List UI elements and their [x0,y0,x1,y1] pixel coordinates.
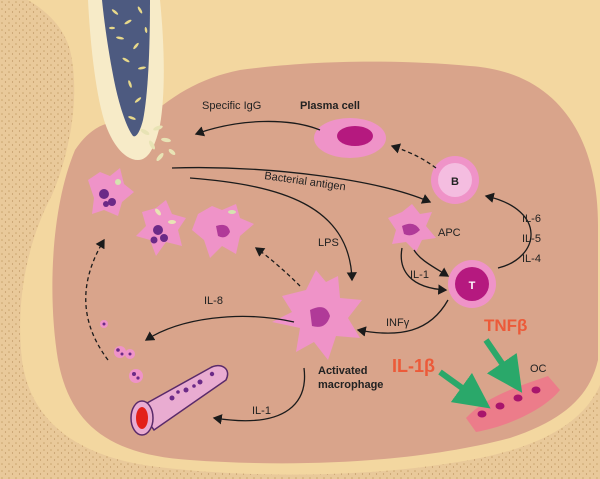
il1-vessel-arrow [212,367,306,425]
tnfb-green-arrow [483,338,523,393]
neutrophil-recruit-arrow [85,238,109,361]
extravasating-neutrophils [100,320,143,383]
apc-to-t-arrow [413,249,450,277]
dental-plaque [102,0,150,137]
arrows [85,120,532,425]
t-cell-label: T [469,280,476,292]
lps-arrow [189,177,357,282]
b-cell-label: B [451,176,459,188]
il1-bottom-label: IL-1 [252,405,271,417]
plasma-cell-label: Plasma cell [300,100,360,112]
il4-label: IL-4 [522,253,541,265]
infg-arrow [356,299,449,337]
osteoclast [466,376,560,432]
neutrophil-2 [136,200,186,256]
lps-label: LPS [318,237,339,249]
macrophage-to-pocket-arrow [254,247,301,287]
il6-label: IL-6 [522,213,541,225]
t-to-b-arrow [484,192,532,269]
plasma-to-igg-arrow [194,120,321,137]
plasma-cell [314,118,386,158]
macrophage-pocket [192,204,254,258]
blood-vessel [130,364,229,436]
neutrophil-1 [88,168,134,216]
activated-macrophage-label-1: Activated [318,365,368,377]
tnfb-label: TNFβ [484,316,527,335]
il1-apc-arrow [400,247,448,295]
plaque-bacteria [109,6,148,120]
b-to-plasma-arrow [390,143,437,169]
b-cell: B [431,156,479,204]
apc-label: APC [438,227,461,239]
activated-macrophage-label-2: macrophage [318,379,383,391]
il1b-green-arrow [438,369,491,409]
infg-label: INFγ [386,317,410,329]
il8-arrow [144,315,295,341]
il1-apc-label: IL-1 [410,269,429,281]
t-cell: T [448,260,496,308]
bacterial-antigen-arrow [171,167,432,204]
il8-label: IL-8 [204,295,223,307]
il5-label: IL-5 [522,233,541,245]
il1b-label: IL-1β [392,356,435,376]
released-bacteria [140,125,176,162]
apc-cell [388,204,436,252]
activated-macrophage [272,270,362,360]
oc-label: OC [530,363,547,375]
specific-igg-label: Specific IgG [202,100,261,112]
